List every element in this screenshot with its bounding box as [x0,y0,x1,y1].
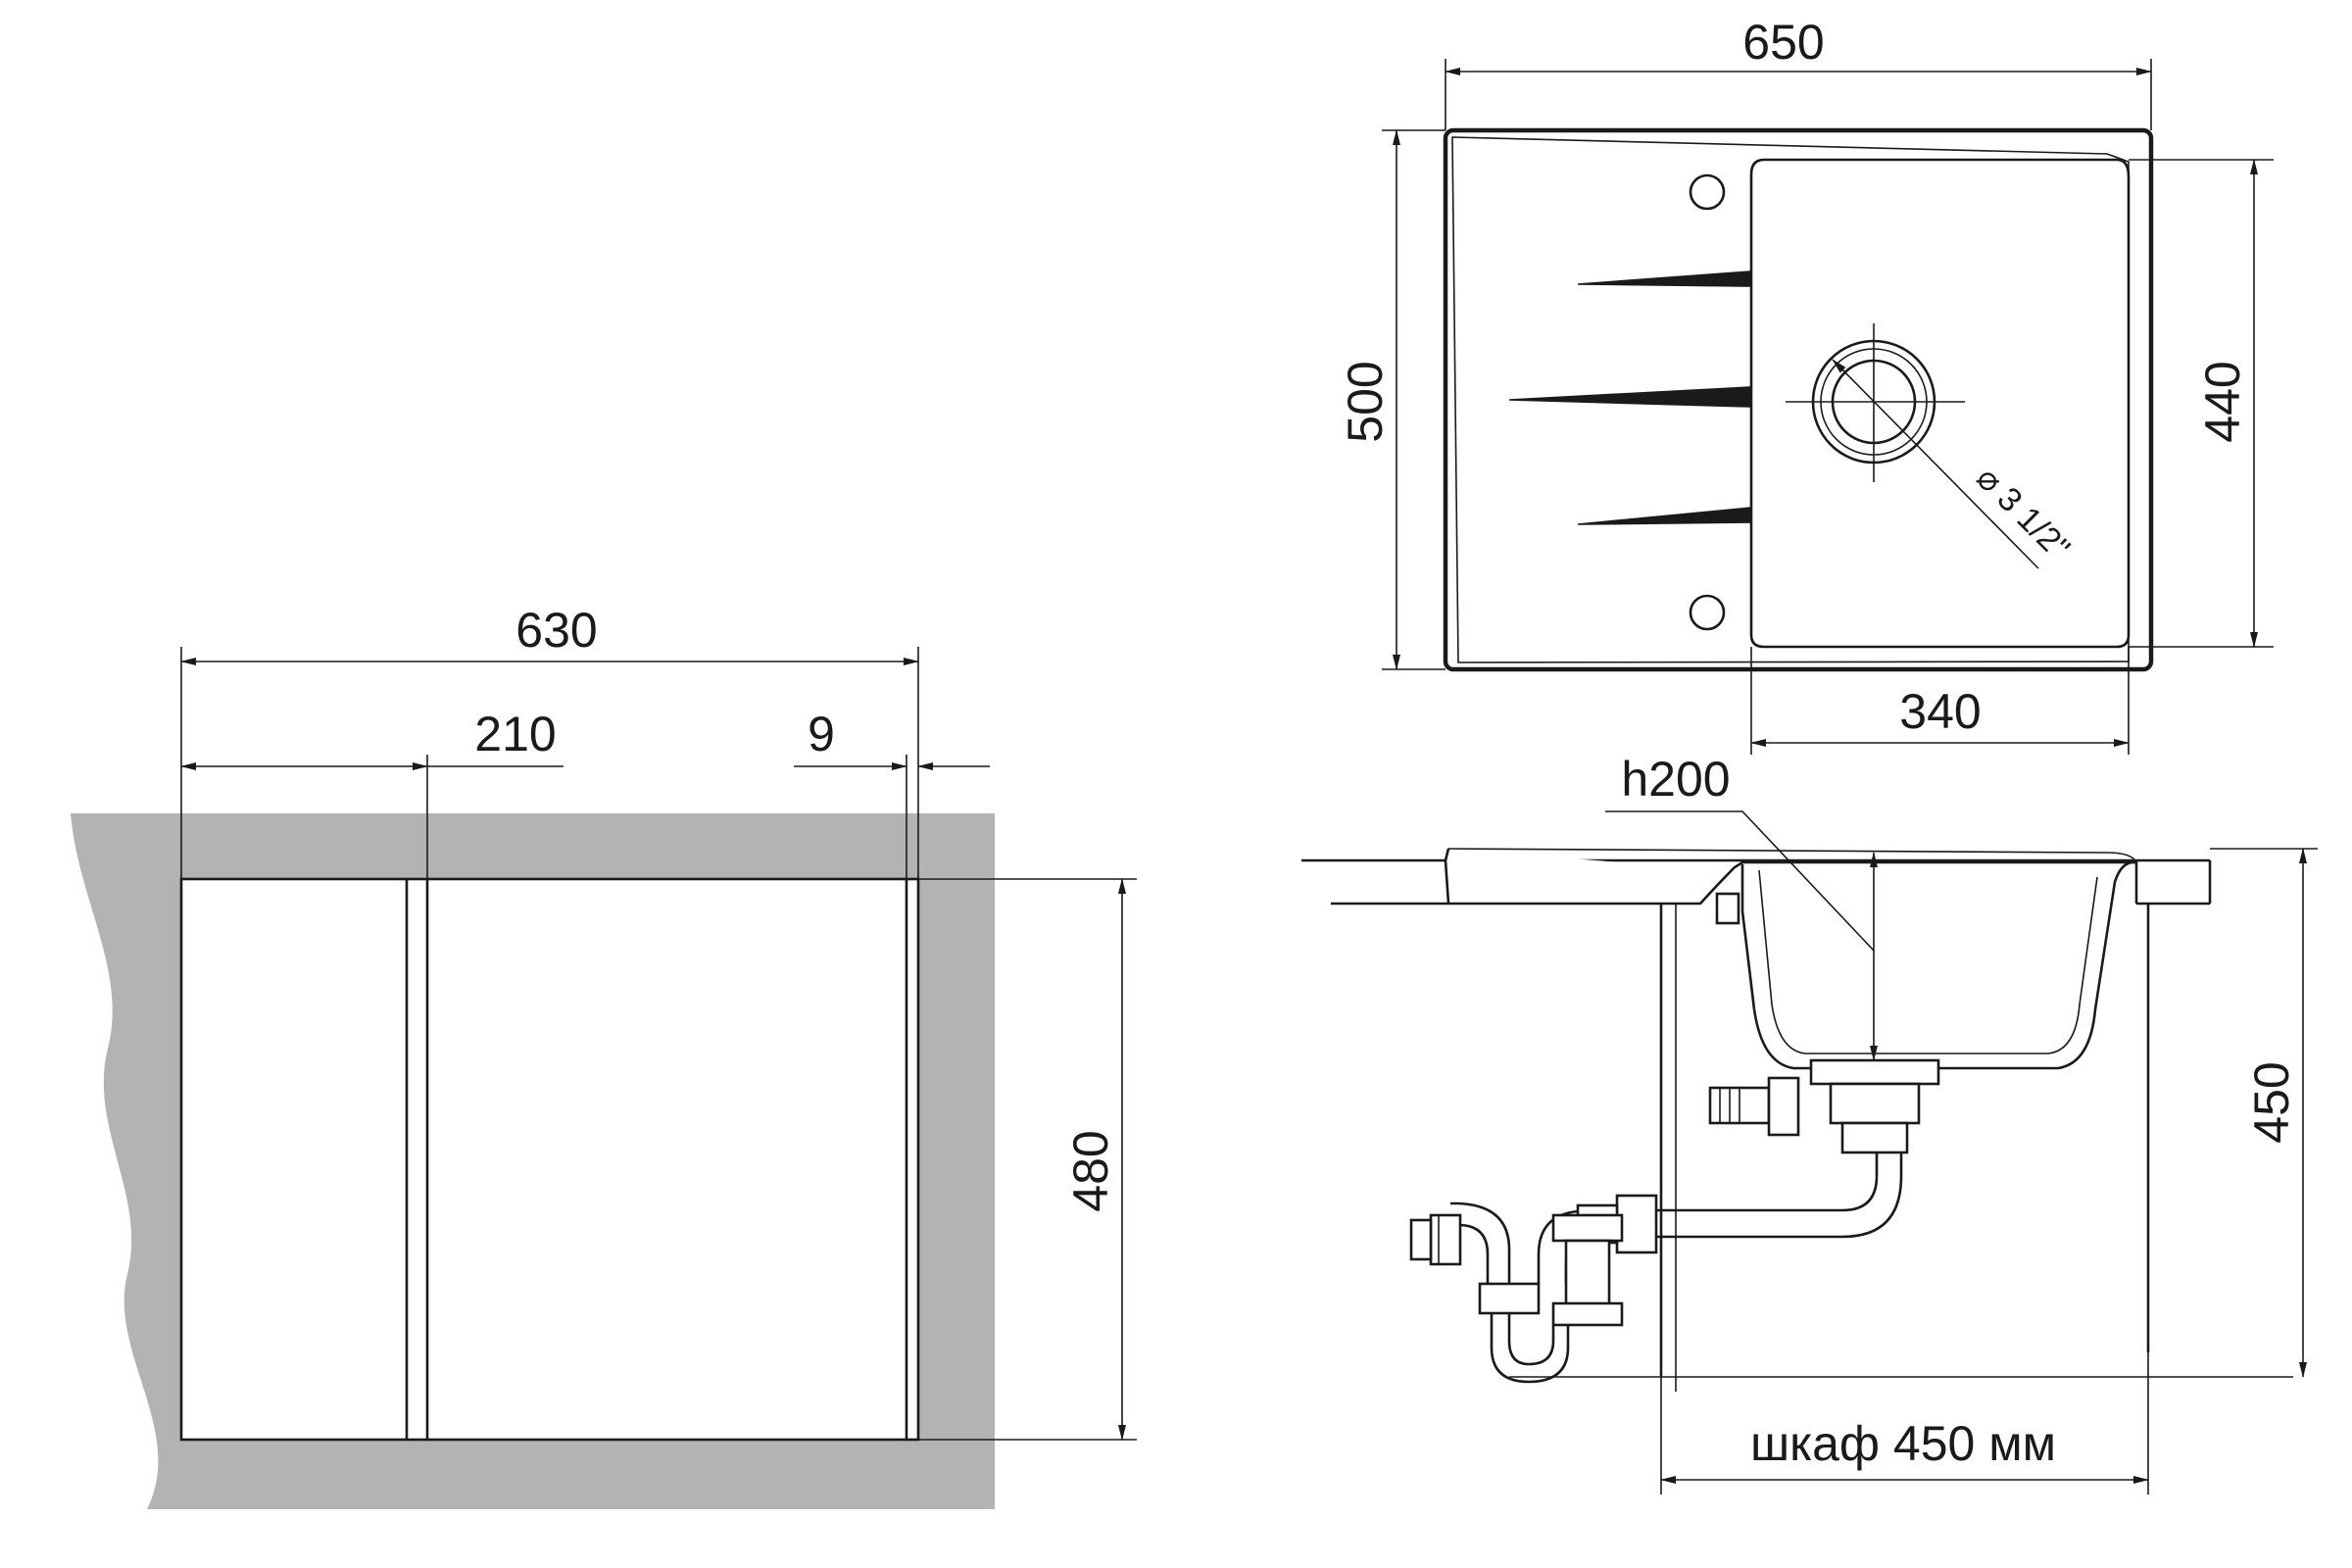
edge-offset-label: 9 [808,707,835,761]
bowl-height-leader [1605,810,1875,952]
bowl-profile-inner [1758,869,2098,1054]
trap-collar [1551,1213,1624,1243]
overflow-hose-barb [1719,1088,1740,1123]
overflow-nut [1715,892,1740,925]
drain-body [1829,1082,1921,1125]
trap-pipe [1656,1152,1903,1239]
overall-width-label: 630 [515,603,597,658]
trap-vertical [1564,1239,1611,1311]
overflow-valve [1767,1076,1800,1137]
drain-strainer [1809,1058,1940,1086]
trap-u-bend [1490,1303,1570,1384]
faucet-hole-top [1689,173,1726,211]
sink-width-label: 650 [1742,15,1824,70]
trap-nut-1 [1615,1194,1658,1254]
bowl-width-label: 340 [1899,684,1981,739]
outlet-fitting [1429,1213,1462,1266]
depth-label: 480 [1063,1130,1118,1211]
cutout-opening [179,877,920,1442]
left-section-width-label: 210 [474,707,556,761]
cabinet-label: шкаф 450 мм [1750,1416,2056,1471]
drain-diameter-leader [1832,359,2039,569]
sink-outer-rim [1443,127,2154,672]
faucet-hole-bottom [1689,594,1726,631]
sink-bowl [1749,158,2131,649]
outlet-nut [1478,1282,1541,1315]
drain-groove-2 [1508,386,1752,408]
drain-groove-1 [1577,270,1752,287]
drain-groove-3 [1577,507,1752,525]
cutout-view: 630 210 9 480 [71,603,1137,1509]
sink-rim-profile [1444,848,2138,906]
sink-depth-label: 500 [1338,361,1393,442]
bowl-profile-outer [1740,860,2137,1070]
bowl-depth-label: 440 [2195,361,2250,442]
bowl-height-label: h200 [1621,752,1730,807]
drainboard-profile [1447,848,2137,863]
side-view: h200 450 шкаф 450 мм [1301,752,2318,1494]
total-height-label: 450 [2244,1061,2299,1143]
trap-lower-nut [1551,1301,1624,1327]
drain-nut [1840,1121,1909,1154]
top-view: ⌀ 3 1/2" 650 500 440 340 [1338,15,2274,755]
outlet-barb [1409,1218,1433,1261]
